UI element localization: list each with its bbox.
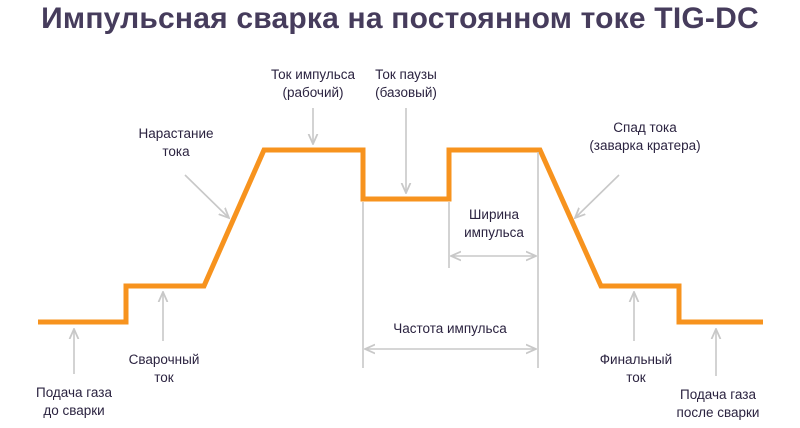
current-waveform-line <box>38 147 763 325</box>
pause-current-label: Ток паузы(базовый) <box>375 67 437 100</box>
diagram-title: Импульсная сварка на постоянном токе TIG… <box>41 2 759 35</box>
upslope-arrow <box>184 174 229 218</box>
pulse-frequency-label: Частота импульса <box>393 321 507 336</box>
downslope-label: Спад тока(заварка кратера) <box>589 120 701 153</box>
pulse-current-label: Ток импульса(рабочий) <box>270 67 356 100</box>
downslope-arrow <box>575 174 620 218</box>
